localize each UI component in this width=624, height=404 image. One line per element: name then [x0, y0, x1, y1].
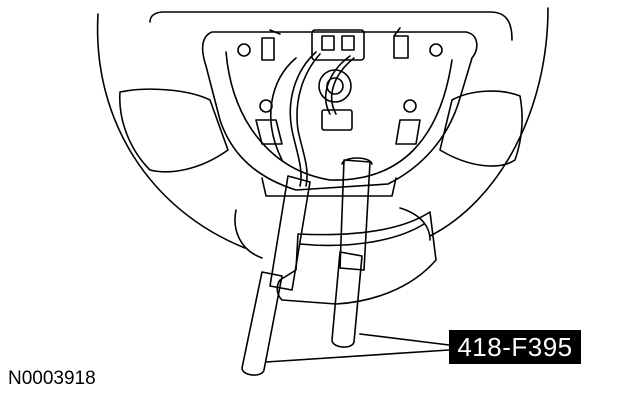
upper-connector: [311, 29, 365, 61]
clockspring-center: [318, 69, 352, 103]
tool-body-plate: [276, 211, 437, 305]
center-connector: [321, 109, 353, 131]
right-spoke: [439, 90, 523, 167]
tool-right-arm: [331, 157, 373, 348]
steering-wheel-rim-inner: [149, 11, 513, 41]
hub-plate: [201, 31, 478, 191]
wire-harness-right: [325, 55, 355, 115]
mounting-clip-left-upper: [237, 29, 281, 61]
callout-leader-upper: [359, 333, 450, 346]
mounting-clip-right-lower: [395, 99, 421, 145]
figure-id-label: N0003918: [8, 368, 96, 389]
mounting-clip-right-upper: [393, 27, 443, 59]
tool-callout-label: 418-F395: [449, 330, 581, 364]
left-spoke: [119, 88, 229, 173]
tool-left-arm: [241, 175, 311, 376]
hub-lower-edge: [261, 177, 397, 197]
callout-leader-lower: [265, 349, 450, 363]
steering-wheel-rim: [96, 7, 549, 249]
mounting-clip-left-lower: [255, 99, 283, 145]
lower-spoke: [234, 207, 431, 259]
hub-plate-rim: [225, 51, 453, 181]
wire-harness-left: [289, 51, 317, 187]
